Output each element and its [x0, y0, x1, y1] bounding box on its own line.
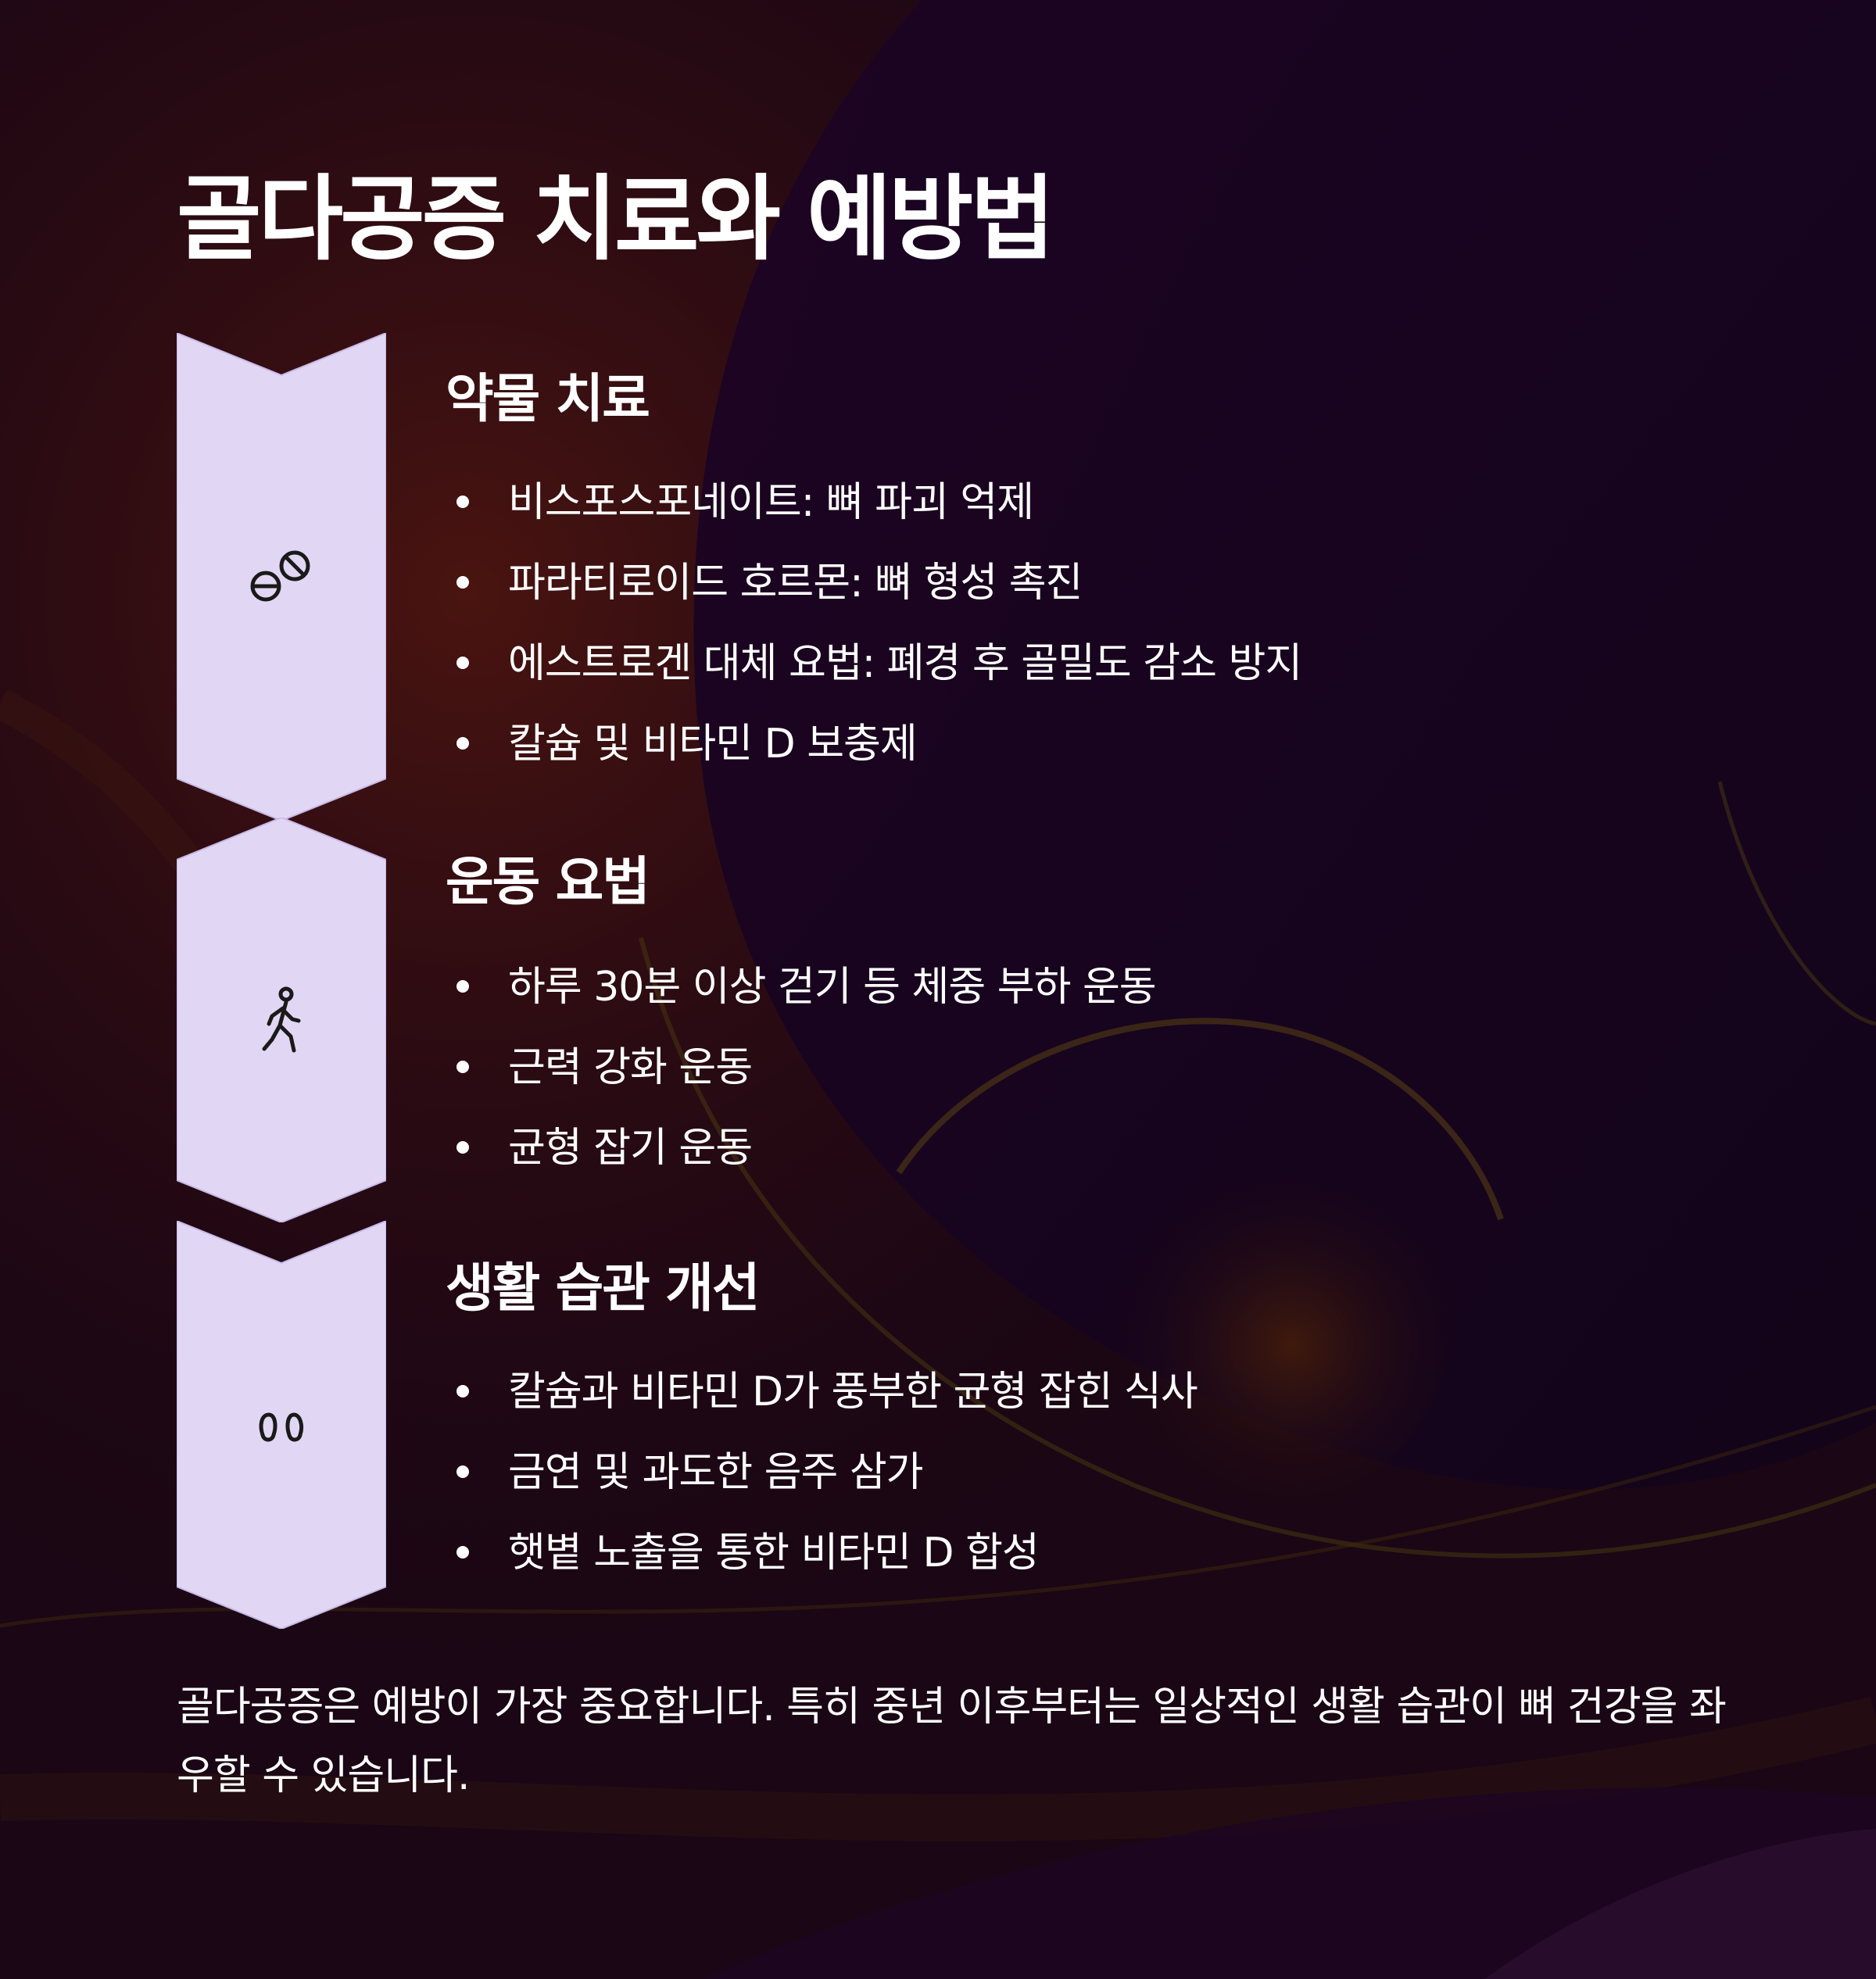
list-item: 에스트로겐 대체 요법: 폐경 후 골밀도 감소 방지	[446, 624, 1302, 704]
bullet-icon	[456, 1465, 469, 1478]
footer-summary: 골다공증은 예방이 가장 중요합니다. 특히 중년 이후부터는 일상적인 생활 …	[177, 1684, 1727, 1799]
list-item: 칼슘 및 비타민 D 보충제	[446, 704, 1301, 785]
bullet-icon	[456, 496, 469, 508]
list-item: 비스포스포네이트: 뼈 파괴 억제	[446, 463, 1301, 543]
step-item-list: 비스포스포네이트: 뼈 파괴 억제 파라티로이드 호르몬: 뼈 형성 촉진 에스…	[446, 463, 1302, 785]
pills-icon	[250, 550, 310, 602]
list-item: 햇볕 노출을 통한 비타민 D 합성	[446, 1513, 1198, 1594]
page-title: 골다공증 치료와 예방법	[177, 165, 1055, 273]
list-item: 금연 및 과도한 음주 삼가	[446, 1433, 1198, 1513]
bullet-icon	[456, 1385, 469, 1397]
bullet-icon	[456, 980, 469, 993]
list-item: 칼슘과 비타민 D가 풍부한 균형 잡힌 식사	[446, 1352, 1198, 1433]
list-item: 근력 강화 운동	[446, 1028, 1156, 1108]
bullet-icon	[456, 1546, 469, 1559]
list-item: 균형 잡기 운동	[446, 1108, 1156, 1189]
step-item-list: 하루 30분 이상 걷기 등 체중 부하 운동 근력 강화 운동 균형 잡기 운…	[446, 947, 1157, 1189]
step-chevron-shape	[177, 333, 386, 821]
bullet-icon	[456, 1141, 469, 1154]
bullet-icon	[456, 657, 469, 669]
step-heading: 약물 치료	[446, 368, 650, 429]
list-item: 하루 30분 이상 걷기 등 체중 부하 운동	[446, 947, 1157, 1028]
bullet-icon	[456, 737, 469, 750]
step-heading: 운동 요법	[446, 851, 650, 912]
bullet-icon	[456, 576, 469, 589]
step-item-list: 칼슘과 비타민 D가 풍부한 균형 잡힌 식사 금연 및 과도한 음주 삼가 햇…	[446, 1352, 1198, 1594]
list-item: 파라티로이드 호르몬: 뼈 형성 촉진	[446, 543, 1301, 624]
footprints-icon	[259, 1412, 304, 1442]
bullet-icon	[456, 1061, 469, 1073]
step-heading: 생활 습관 개선	[446, 1258, 760, 1319]
walking-person-icon	[262, 986, 301, 1053]
step-chevron-shape	[177, 1221, 386, 1629]
